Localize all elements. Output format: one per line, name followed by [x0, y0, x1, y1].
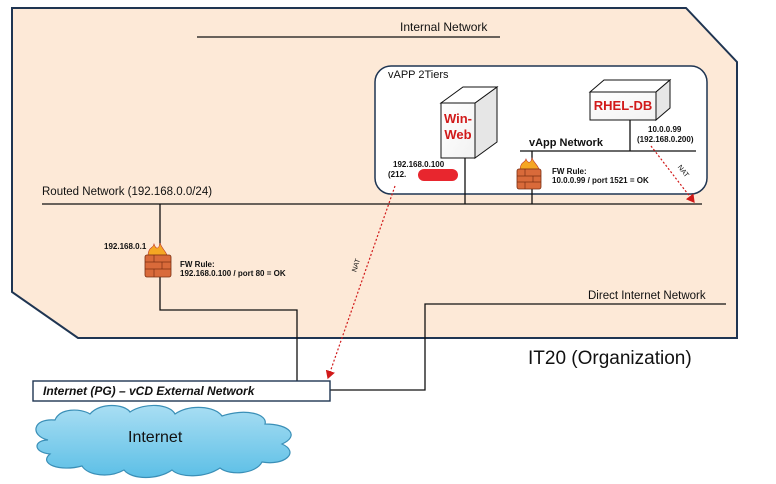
- vapp-fw-rule: 10.0.0.99 / port 1521 = OK: [552, 176, 649, 185]
- win-web-server: [439, 86, 499, 159]
- firewall-icon: [144, 242, 172, 278]
- vapp-fw-title: FW Rule:: [552, 167, 587, 176]
- routed-network-label: Routed Network (192.168.0.0/24): [42, 186, 213, 198]
- direct-network-label: Direct Internet Network: [588, 290, 706, 302]
- win-web-public-ip: (212.: [388, 170, 407, 179]
- external-network-label: Internet (PG) – vCD External Network: [43, 384, 255, 398]
- vapp-title: vAPP 2Tiers: [388, 69, 449, 81]
- direct-network-line: [330, 303, 726, 391]
- edge-ip: 192.168.0.1: [104, 242, 147, 251]
- firewall-icon: [516, 156, 542, 190]
- win-web-name: Win- Web: [441, 111, 475, 143]
- external-network-box: [32, 380, 331, 402]
- win-web-name-line2: Web: [444, 127, 472, 142]
- nat-arrow-web: [325, 185, 396, 380]
- redaction-mark: [418, 169, 458, 181]
- internal-network-label: Internal Network: [400, 20, 488, 34]
- edge-fw-title: FW Rule:: [180, 260, 215, 269]
- internet-cloud: [35, 404, 292, 479]
- internet-label: Internet: [128, 429, 183, 446]
- rhel-db-server: [588, 78, 672, 122]
- vapp-network-label: vApp Network: [529, 137, 603, 149]
- win-web-ip: 192.168.0.100: [393, 160, 445, 169]
- rhel-db-name: RHEL-DB: [593, 98, 653, 113]
- edge-fw-rule: 192.168.0.100 / port 80 = OK: [180, 269, 286, 278]
- win-web-name-line1: Win-: [443, 111, 473, 126]
- organization-label: IT20 (Organization): [528, 348, 692, 369]
- rhel-db-routed-ip: (192.168.0.200): [637, 135, 694, 144]
- rhel-db-ip: 10.0.0.99: [648, 125, 682, 134]
